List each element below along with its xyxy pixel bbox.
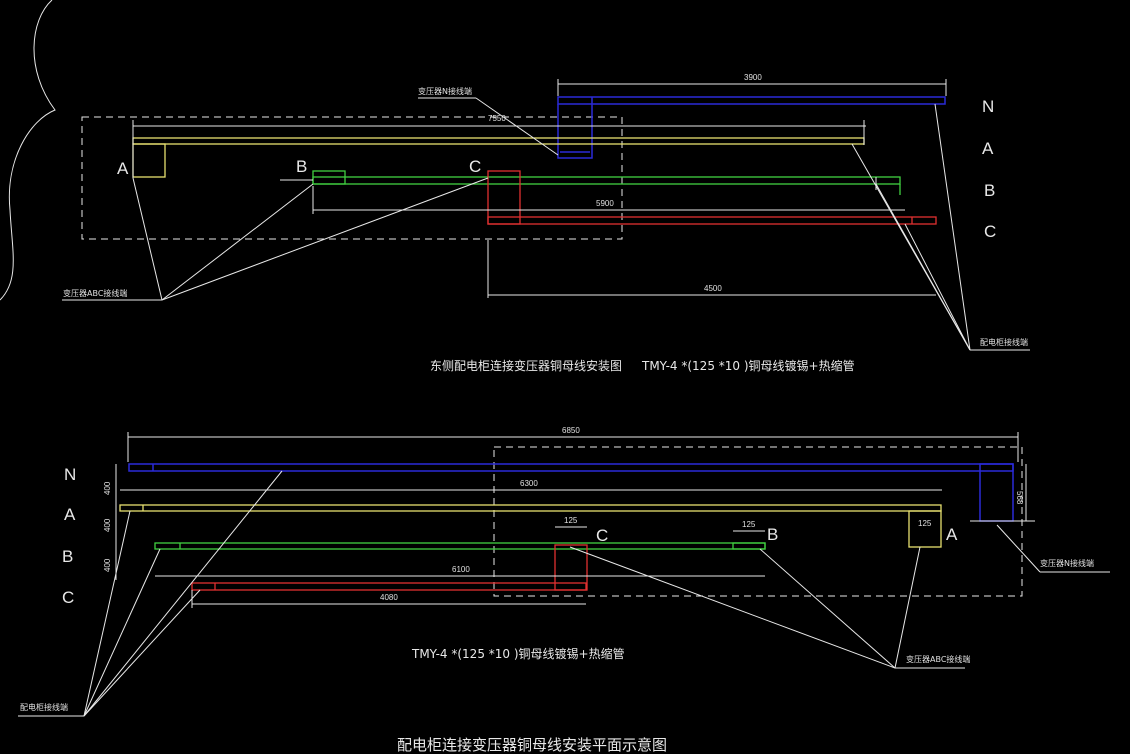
busbar-a-drop <box>908 510 942 548</box>
top-drawing: 3900 7550 5900 4500 A B C <box>62 73 1030 373</box>
leader <box>934 103 971 351</box>
phase-a-label: A <box>946 525 958 544</box>
phase-a-label: A <box>117 159 129 178</box>
leader <box>894 546 921 669</box>
label-cabinet: 配电柜接线端 <box>20 702 68 712</box>
legend-b: B <box>62 547 73 566</box>
leader <box>83 510 131 717</box>
label-transformer-abc: 变压器ABC接线端 <box>63 288 127 298</box>
busbar-n-drop <box>979 463 1014 522</box>
legend-b: B <box>984 181 995 200</box>
label-cabinet: 配电柜接线端 <box>980 337 1028 347</box>
leader <box>475 97 559 156</box>
leader <box>83 470 283 717</box>
dim-400-1: 400 <box>103 481 112 495</box>
legend-c: C <box>984 222 996 241</box>
legend-a: A <box>64 505 76 524</box>
busbar-a <box>132 137 865 145</box>
dim-6850: 6850 <box>562 426 580 435</box>
dim-125-b: 125 <box>742 520 756 529</box>
dim-7550: 7550 <box>488 114 506 123</box>
legend-n: N <box>982 97 994 116</box>
busbar-n <box>557 96 946 105</box>
leader <box>996 524 1041 573</box>
busbar-b-terminal <box>732 542 766 550</box>
busbar-c <box>191 582 587 591</box>
leader <box>132 177 163 301</box>
busbar-a-drop <box>132 143 166 178</box>
dim-4500: 4500 <box>704 284 722 293</box>
busbar-a <box>119 504 942 512</box>
dim-400-2: 400 <box>103 518 112 532</box>
top-cabinet-outline <box>81 116 623 240</box>
bottom-drawing: 6850 6300 125 125 125 6100 4080 <box>18 426 1110 754</box>
phase-c-label: C <box>469 157 481 176</box>
leader <box>904 223 971 351</box>
busbar-n <box>128 463 1014 472</box>
leader <box>161 177 489 301</box>
leader <box>875 183 971 351</box>
busbar-c <box>487 216 937 225</box>
label-transformer-abc: 变压器ABC接线端 <box>906 654 970 664</box>
leader <box>759 548 896 669</box>
dim-400-3: 400 <box>103 558 112 572</box>
busbar-n-drop <box>557 97 593 159</box>
legend-n: N <box>64 465 76 484</box>
dim-125-a: 125 <box>918 519 932 528</box>
revision-cloud <box>0 0 56 301</box>
dim-125-c: 125 <box>564 516 578 525</box>
top-caption: 东侧配电柜连接变压器铜母线安装图 <box>430 358 622 373</box>
leader <box>161 183 314 301</box>
dim-568: 568 <box>1015 491 1024 505</box>
busbar-b <box>312 176 901 185</box>
dim-6100: 6100 <box>452 565 470 574</box>
busbar-c-drop <box>554 544 588 591</box>
phase-b-label: B <box>767 525 778 544</box>
bottom-spec: TMY-4 *(125 *10 )铜母线镀锡+热缩管 <box>411 646 625 661</box>
drawing-title: 配电柜连接变压器铜母线安装平面示意图 <box>397 736 667 754</box>
dim-5900: 5900 <box>596 199 614 208</box>
phase-b-label: B <box>296 157 307 176</box>
leader <box>83 589 201 717</box>
leader <box>569 546 896 669</box>
top-spec: TMY-4 *(125 *10 )铜母线镀锡+热缩管 <box>641 358 855 373</box>
dim-4080: 4080 <box>380 593 398 602</box>
leader <box>83 548 161 717</box>
busbar-b-terminal <box>312 170 346 185</box>
legend-a: A <box>982 139 994 158</box>
label-transformer-n: 变压器N接线端 <box>418 86 472 96</box>
dim-6300: 6300 <box>520 479 538 488</box>
label-transformer-n: 变压器N接线端 <box>1040 558 1094 568</box>
phase-c-label: C <box>596 526 608 545</box>
dim-3900: 3900 <box>744 73 762 82</box>
busbar-b <box>154 542 766 550</box>
busbar-c-drop <box>487 170 521 225</box>
legend-c: C <box>62 588 74 607</box>
